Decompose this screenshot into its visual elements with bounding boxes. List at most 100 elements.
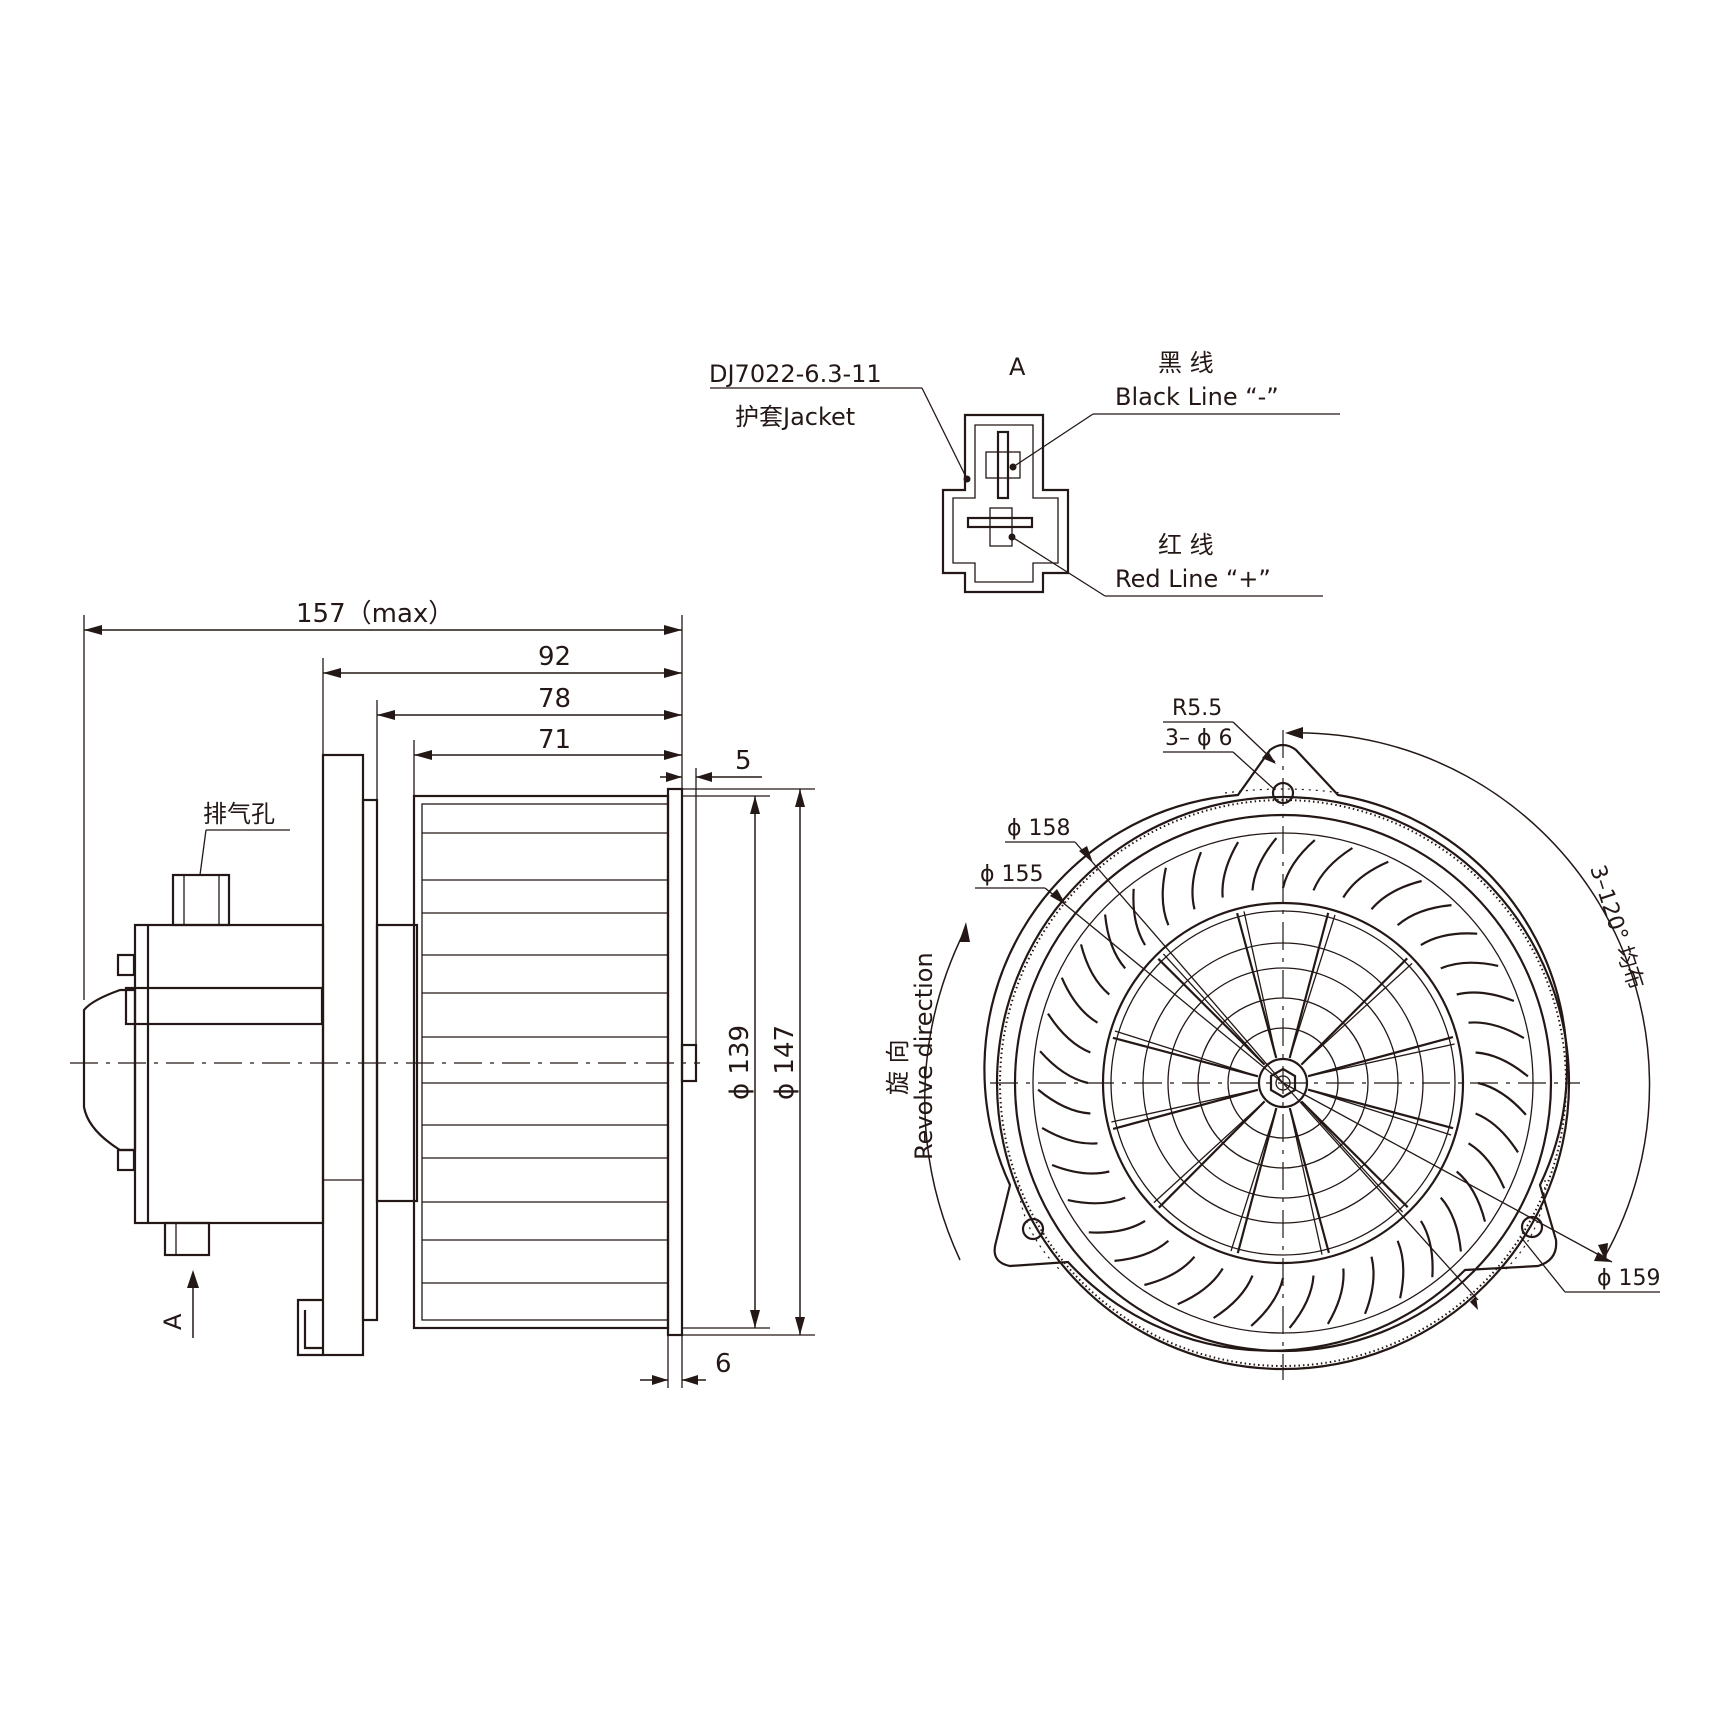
mounting-flange: [321, 753, 365, 1357]
dim-6: 6: [715, 1349, 732, 1379]
grille-spoke: [1288, 912, 1330, 1059]
rotation-cn: 旋 向: [884, 1039, 912, 1095]
fan-blade: [1288, 1275, 1315, 1329]
vent-nipple: [171, 873, 231, 927]
grille-spoke: [1307, 1043, 1455, 1077]
end-cap: [82, 988, 137, 1152]
dim-5: 5: [735, 746, 752, 776]
grille-spoke: [1300, 1100, 1404, 1213]
grille-spoke: [1289, 914, 1336, 1059]
grille-spoke: [1307, 1089, 1452, 1136]
red-line-cn: 红 线: [1158, 531, 1214, 559]
dim-78: 78: [538, 684, 571, 714]
fan-blade: [1326, 1268, 1345, 1325]
terminal-black: [996, 430, 1010, 500]
dia-159: ϕ 159: [1597, 1266, 1661, 1291]
flange-step: [361, 798, 379, 1322]
fan-blade: [1132, 888, 1147, 946]
fan-blade: [1439, 1196, 1462, 1252]
fan-blades: [422, 832, 668, 1284]
dim-92: 92: [538, 642, 571, 672]
grille-spoke: [1230, 1107, 1277, 1252]
spacing-label: 3–120° 均布: [1584, 862, 1648, 992]
fan-blade: [1114, 1239, 1170, 1262]
grille-spoke: [1289, 1107, 1323, 1255]
fan-blade: [1396, 1240, 1405, 1299]
motor-body: [133, 923, 325, 1225]
front-disc: [666, 787, 684, 1337]
fan-blade: [1051, 1163, 1110, 1175]
fan-blade: [1079, 944, 1111, 996]
grille-spoke: [1114, 1030, 1259, 1077]
front-view: R5.5 3– ϕ 6 ϕ 158 ϕ 155 ϕ 159 3–120° 均布 …: [884, 696, 1661, 1380]
fan-blade: [1396, 904, 1452, 927]
fan-blade: [1363, 1256, 1375, 1315]
grille-spoke: [1300, 962, 1413, 1066]
grille-spoke: [1243, 911, 1277, 1059]
dim-157: 157（max）: [296, 599, 454, 629]
hub: [375, 923, 419, 1203]
radius-label: R5.5: [1172, 696, 1222, 721]
dim-71: 71: [538, 725, 571, 755]
fan-blade: [1440, 961, 1499, 970]
hub-center: [1257, 1057, 1309, 1109]
fan-blade: [1370, 879, 1422, 911]
vent-hole-label: 排气孔: [203, 800, 275, 828]
grille-spoke: [1112, 1088, 1259, 1130]
fan-blade: [1342, 860, 1389, 899]
grille-spokes: [1111, 911, 1455, 1255]
fan-blade: [1455, 1170, 1487, 1222]
screw-bottom: [116, 1148, 136, 1172]
connector-view-title: A: [1009, 353, 1026, 381]
jacket-label: 护套Jacket: [735, 403, 855, 431]
fan-blade: [1191, 851, 1203, 910]
fan-blade: [1060, 977, 1099, 1024]
fan-blade: [1177, 1267, 1224, 1306]
dia-155: ϕ 155: [980, 862, 1044, 887]
grille-spoke: [1111, 1089, 1259, 1123]
fan-blade: [1475, 1112, 1519, 1153]
fan-blade: [1477, 1081, 1527, 1116]
grille-spoke: [1307, 1036, 1454, 1078]
fan-blade: [1213, 1275, 1254, 1319]
fan-blade: [1037, 1088, 1091, 1115]
fan-blade: [1104, 914, 1127, 970]
connector-stub: [163, 1221, 211, 1257]
grille-spoke: [1112, 1036, 1259, 1078]
grille-spoke: [1300, 957, 1408, 1066]
grille-spoke: [1153, 1100, 1266, 1204]
fan-blade: [1250, 1277, 1285, 1327]
grille-spoke: [1288, 1107, 1330, 1254]
fan-blade: [1312, 847, 1353, 891]
fan-blade: [1161, 867, 1170, 926]
part-number: DJ7022-6.3-11: [709, 360, 882, 388]
fan-blade: [1039, 1050, 1089, 1085]
grille-spoke: [1162, 953, 1266, 1066]
side-view: A 排气孔 157（max） 92 78: [70, 599, 815, 1388]
fan-blade: [1047, 1013, 1091, 1054]
fan-blades-front: [1037, 837, 1529, 1329]
fan-blade: [1281, 839, 1316, 889]
connector-view: A DJ7022-6.3-11 护套Jacket 黑 线 Black Line …: [709, 349, 1340, 597]
connector-outline: [941, 413, 1070, 594]
fan-blade: [1041, 1126, 1098, 1145]
fan-blade: [1144, 1255, 1196, 1287]
view-a-marker: A: [159, 1313, 187, 1330]
front-flange: [983, 743, 1569, 1352]
holes-label: 3– ϕ 6: [1165, 726, 1233, 751]
dia-139: ϕ 139: [725, 1025, 755, 1100]
fan-blade: [1419, 1220, 1434, 1278]
shaft-end: [680, 1043, 698, 1083]
fan-wheel: [412, 794, 670, 1330]
terminal-red: [966, 516, 1034, 529]
rotation-en: Revolve direction: [910, 952, 938, 1160]
fan-blade: [1088, 1219, 1146, 1234]
fan-blade: [1456, 991, 1515, 1003]
grille-spoke: [1307, 1088, 1454, 1130]
fan-blade: [1475, 1051, 1529, 1078]
shaft-band: [124, 986, 324, 1026]
black-line-en: Black Line “-”: [1115, 383, 1279, 411]
fan-blade: [1221, 841, 1240, 898]
fan-blade: [1067, 1196, 1126, 1205]
